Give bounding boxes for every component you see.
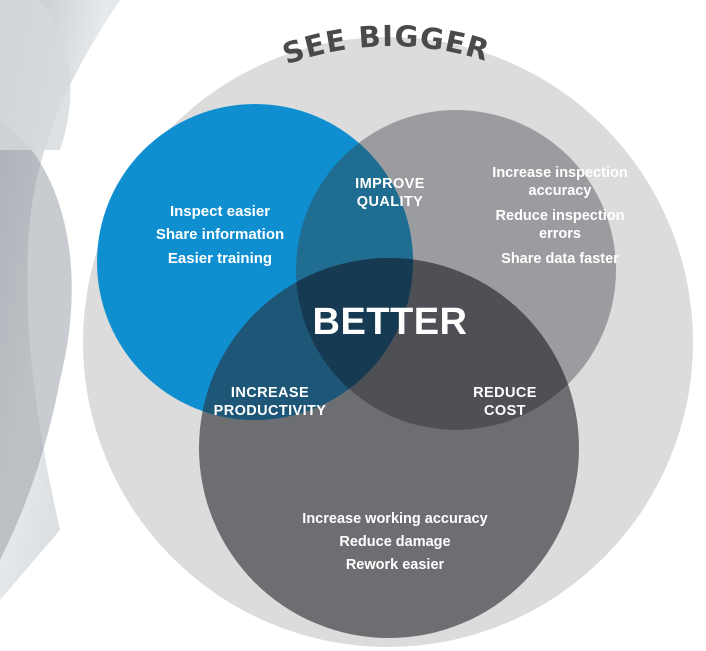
gray-circle-items: Increase inspection accuracy Reduce insp… xyxy=(470,164,650,268)
blue-circle-items: Inspect easier Share information Easier … xyxy=(120,200,320,270)
list-item: Reduce damage xyxy=(339,533,451,550)
overlap-label-reduce-cost: REDUCE COST xyxy=(473,385,537,419)
list-item: Inspect easier xyxy=(169,203,271,220)
overlap-blue-bottom-region xyxy=(199,258,413,420)
list-item: accuracy xyxy=(528,183,592,200)
center-label-better: BETTER xyxy=(312,301,468,343)
list-item: Share data faster xyxy=(501,250,619,267)
list-item: Rework easier xyxy=(345,556,445,573)
overlap-gray-bottom-region xyxy=(296,258,579,430)
overlap-label-improve-quality: IMPROVE QUALITY xyxy=(355,176,425,210)
list-item: Easier training xyxy=(167,249,273,267)
bottom-circle-items: Increase working accuracy Reduce damage … xyxy=(270,508,520,577)
overlap-label-increase-productivity: INCREASE PRODUCTIVITY xyxy=(213,385,327,419)
list-item: Share information xyxy=(155,226,285,244)
list-item: Increase inspection xyxy=(492,165,628,181)
list-item: errors xyxy=(539,226,581,243)
background-device-image xyxy=(0,0,120,600)
list-item: Reduce inspection xyxy=(495,207,625,224)
list-item: Increase working accuracy xyxy=(302,511,488,527)
